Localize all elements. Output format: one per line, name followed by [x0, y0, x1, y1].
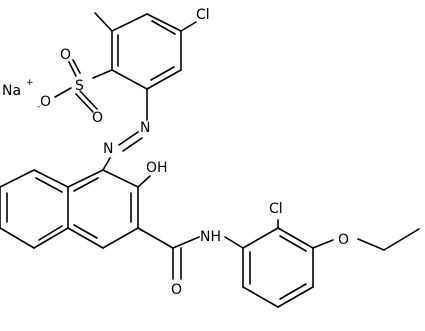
sulfonate-oxygen-anion: O — [40, 94, 51, 110]
sulfonyl-oxygen-upper: O — [60, 47, 71, 63]
azo-nitrogen-1: N — [140, 120, 150, 136]
amide-nitrogen: NH — [200, 229, 221, 245]
amide-oxygen: O — [171, 282, 182, 298]
ethoxy-group — [312, 228, 420, 251]
chlorine-atom-top: Cl — [196, 7, 210, 23]
sodium-ion: Na — [2, 83, 21, 99]
top-benzene-ring — [111, 13, 182, 90]
amide-group — [137, 227, 244, 280]
azo-linkage — [102, 88, 148, 171]
sulfonate-group — [54, 59, 113, 113]
azo-nitrogen-2: N — [103, 141, 113, 157]
sulfonyl-oxygen-lower: O — [92, 110, 103, 126]
naphthalene-ring-system — [0, 169, 139, 249]
chlorine-atom-bottom: Cl — [269, 201, 283, 217]
hydroxyl-bond — [137, 175, 151, 188]
methyl-bond — [94, 12, 113, 32]
ether-oxygen: O — [338, 232, 349, 248]
hydroxyl-group: OH — [146, 160, 168, 176]
negative-charge: - — [37, 102, 40, 112]
sulfur-atom: S — [75, 78, 84, 94]
chloro-top-bond — [180, 21, 197, 32]
bottom-benzene-ring — [242, 227, 314, 308]
positive-charge: + — [26, 78, 34, 88]
